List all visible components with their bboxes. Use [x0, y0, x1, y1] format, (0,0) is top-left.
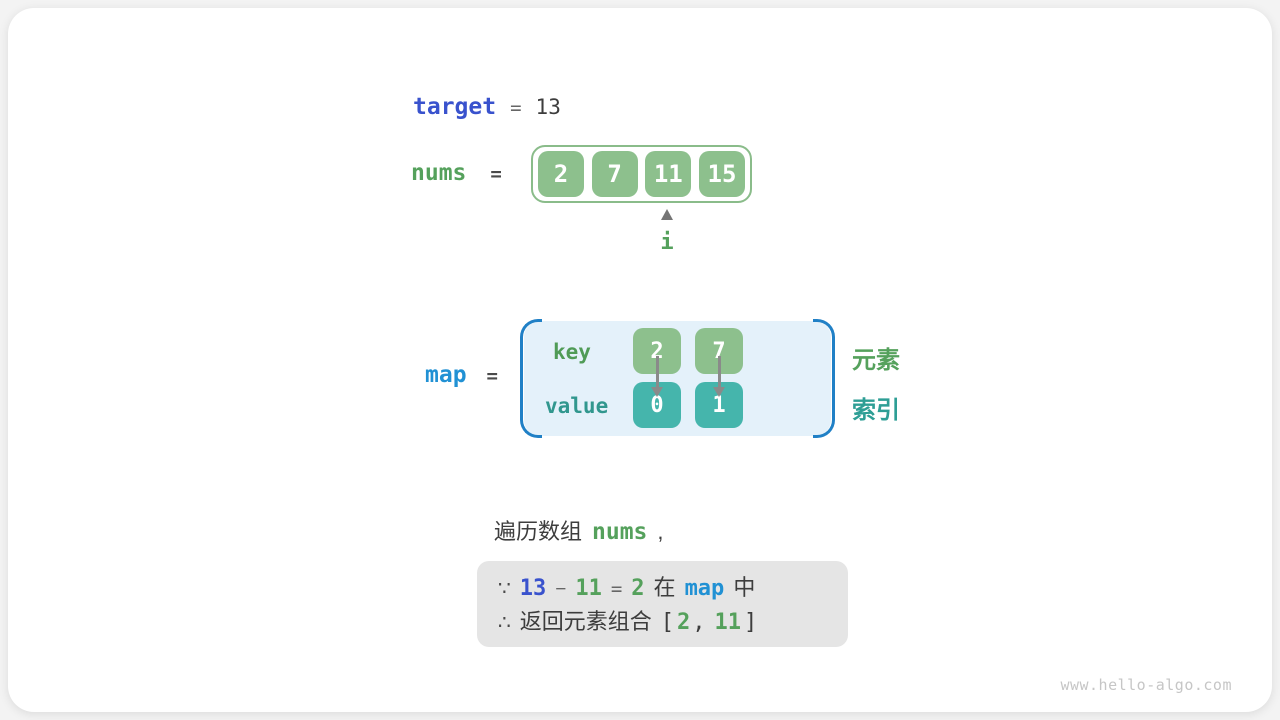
in-word: 在 — [653, 575, 676, 600]
because-symbol: ∵ — [498, 578, 511, 600]
hash-map-box: key value 2 7 0 1 — [520, 319, 835, 438]
key-row-label: key — [553, 340, 591, 364]
value-row-label: value — [545, 394, 609, 418]
target-row: target = 13 — [413, 94, 561, 120]
index-pointer-label: i — [660, 230, 674, 255]
target-variable-label: target — [413, 94, 497, 120]
equals-sign: = — [486, 365, 498, 387]
index-side-label: 索引 — [852, 397, 900, 424]
result-first-value: 2 — [677, 610, 691, 635]
index-pointer-arrow-icon — [661, 209, 673, 220]
caption-text: 遍历数组 — [494, 519, 583, 544]
map-row-label: map = — [425, 362, 498, 388]
conclusion-box: ∵ 13 − 11 = 2 在 map 中 ∴ 返回元素组合 [ 2 , 11 … — [477, 561, 848, 647]
complement-value-ref: 2 — [631, 576, 645, 601]
caption-line: 遍历数组 nums , — [494, 514, 664, 546]
map-ref: map — [684, 576, 725, 601]
array-cell: 11 — [645, 151, 692, 197]
array-cell: 2 — [538, 151, 584, 197]
map-variable-label: map — [425, 362, 467, 388]
nums-variable-label: nums — [411, 160, 467, 186]
conclusion-line-therefore: ∴ 返回元素组合 [ 2 , 11 ] — [498, 604, 848, 638]
caption-nums-ref: nums — [592, 519, 648, 545]
bracket-close: ] — [744, 610, 758, 635]
conclusion-line-because: ∵ 13 − 11 = 2 在 map 中 — [498, 570, 848, 604]
equals-sign: = — [510, 97, 522, 119]
caption-comma: , — [657, 519, 664, 544]
right-bracket — [813, 319, 835, 438]
current-value-ref: 11 — [575, 576, 602, 601]
minus-operator: − — [555, 579, 567, 600]
key-to-value-arrow-icon — [713, 356, 725, 414]
result-comma: , — [692, 610, 706, 635]
bracket-open: [ — [660, 610, 674, 635]
nums-array-box: 2 7 11 15 — [531, 145, 752, 203]
array-cell: 7 — [591, 151, 638, 197]
nums-row-label: nums = — [411, 160, 502, 186]
target-value-ref: 13 — [519, 576, 547, 601]
left-bracket — [520, 319, 542, 438]
result-second-value: 11 — [714, 610, 742, 635]
array-cell: 15 — [698, 151, 745, 197]
return-text: 返回元素组合 — [519, 609, 652, 634]
element-side-label: 元素 — [852, 347, 900, 374]
key-to-value-arrow-icon — [651, 356, 663, 414]
zhong-word: 中 — [733, 575, 756, 600]
target-value: 13 — [535, 95, 561, 119]
watermark-url: www.hello-algo.com — [1060, 676, 1232, 694]
equals-operator: = — [610, 578, 623, 600]
equals-sign: = — [490, 163, 502, 185]
therefore-symbol: ∴ — [498, 612, 511, 634]
